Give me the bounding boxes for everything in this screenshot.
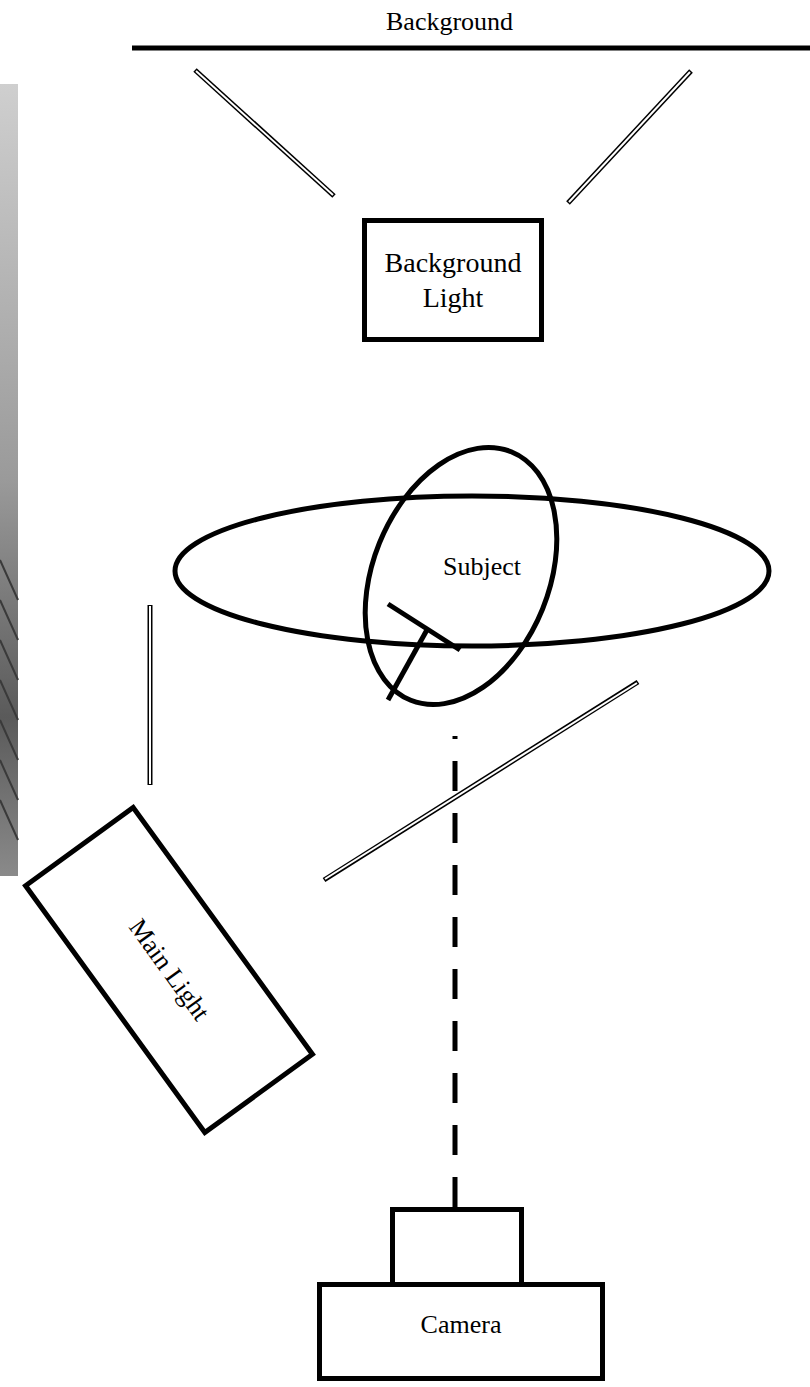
background-light-box: Background Light <box>362 218 544 342</box>
line-of-sight <box>453 736 458 1207</box>
node-label: Background Light <box>381 245 525 315</box>
background-label: Background <box>386 6 513 37</box>
background-line <box>132 46 810 51</box>
subject-figure: Subject <box>172 440 772 712</box>
light-beams <box>150 70 691 880</box>
node-label: Camera <box>421 1309 502 1342</box>
camera-figure: Camera <box>317 1207 605 1381</box>
camera-outline <box>317 1207 605 1381</box>
main-light-box: Main Light <box>22 804 316 1136</box>
node-label: Main Light <box>121 913 216 1027</box>
node-label: Subject <box>443 551 521 584</box>
photo-edge <box>0 84 18 876</box>
